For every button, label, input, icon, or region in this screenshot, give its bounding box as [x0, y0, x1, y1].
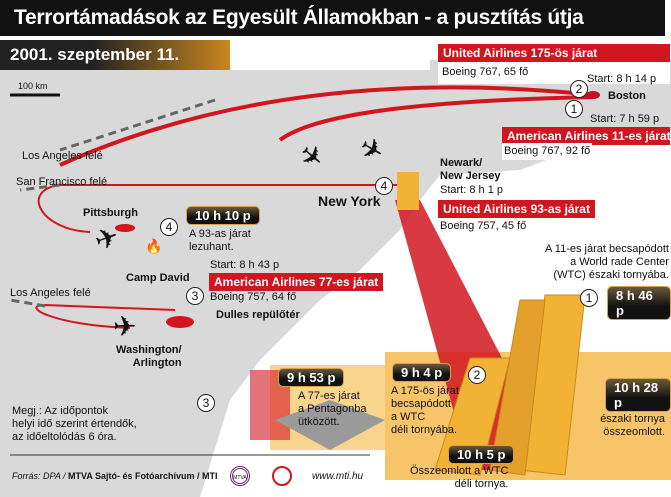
place-dulles: Dulles repülőtér	[216, 309, 300, 321]
flight-3-plane: Boeing 757, 64 fő	[210, 291, 297, 303]
city-new-york: New York	[318, 193, 381, 209]
flight-4-crash-number: 4	[160, 218, 178, 236]
pentagon	[275, 400, 385, 450]
label-sf: San Francisco felé	[16, 176, 108, 188]
event-2-number: 2	[468, 366, 486, 384]
flight-2-plane: Boeing 767, 65 fő	[438, 62, 670, 84]
time-8h46: 8 h 46 p	[607, 286, 671, 320]
nyc-marker	[397, 172, 419, 210]
flight-4-number: 4	[375, 177, 393, 195]
flight-2-number: 2	[570, 80, 588, 98]
flight-1-start: Start: 7 h 59 p	[590, 113, 660, 125]
label-la-1: Los Angeles felé	[22, 150, 103, 162]
flight-4-plane: Boeing 757, 45 fő	[440, 220, 527, 232]
event-3-number: 3	[197, 394, 215, 412]
flight-2-start: Start: 8 h 14 p	[587, 73, 657, 85]
time-9h4: 9 h 4 p	[392, 363, 452, 382]
mti-logo-icon	[272, 466, 292, 486]
flight-2-name: United Airlines 175-ös járat	[438, 44, 670, 62]
footer-url[interactable]: www.mti.hu	[312, 471, 364, 482]
time-10h10: 10 h 10 p	[186, 206, 260, 225]
flight-3-number: 3	[186, 287, 204, 305]
flight-1-number: 1	[565, 100, 583, 118]
city-newark: Newark/New Jersey	[440, 157, 501, 182]
city-boston: Boston	[608, 90, 646, 102]
time-10h5: 10 h 5 p	[448, 445, 515, 464]
mtva-logo: MTVA	[230, 466, 250, 486]
scale-label: 100 km	[18, 81, 48, 91]
flight-1-name: American Airlines 11-es járat	[502, 127, 671, 145]
flight-4-name: United Airlines 93-as járat	[438, 200, 595, 218]
flight-1-plane: Boeing 767, 92 fő	[502, 143, 593, 160]
page-subtitle: 2001. szeptember 11.	[0, 40, 230, 70]
page-title: Terrortámadások az Egyesült Államokban -…	[0, 0, 665, 36]
label-la-2: Los Angeles felé	[10, 287, 91, 299]
city-pittsburgh: Pittsburgh	[83, 207, 138, 219]
city-washington: Washington/Arlington	[116, 344, 182, 369]
flight-3-start: Start: 8 h 43 p	[210, 259, 280, 271]
event-1-number: 1	[580, 289, 598, 307]
airplane-icon: ✈	[113, 311, 137, 342]
time-9h53: 9 h 53 p	[278, 368, 345, 387]
city-camp-david: Camp David	[126, 272, 190, 284]
fire-icon: 🔥	[145, 238, 163, 254]
footer-source: Forrás: DPA / MTVA Sajtó- és Fotóarchívu…	[12, 471, 218, 481]
flight-3-name: American Airlines 77-es járat	[209, 273, 384, 291]
flight-4-start: Start: 8 h 1 p	[440, 184, 503, 196]
